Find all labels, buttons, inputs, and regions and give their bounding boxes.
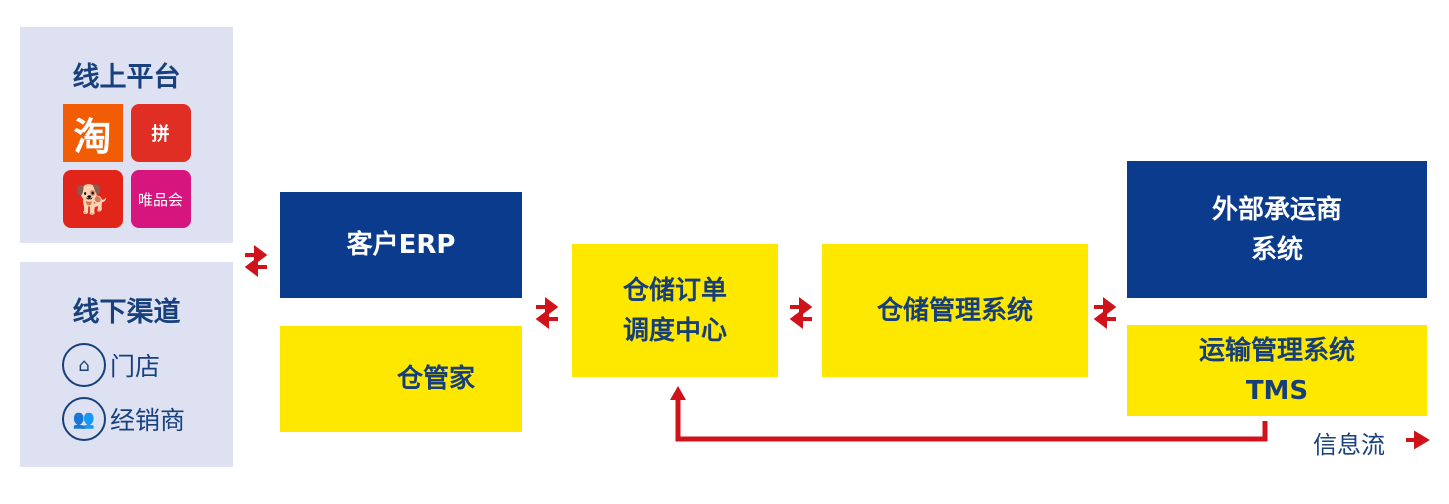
dealer-label: 经销商 <box>110 406 186 435</box>
legend-info-flow-label: 信息流 <box>1313 431 1385 459</box>
taobao-logo: 淘 <box>62 104 123 162</box>
jd-logo: 🐕 <box>62 170 123 228</box>
tms-box: 运输管理系统 TMS <box>1127 325 1427 416</box>
feedback-arrowhead-icon <box>670 386 686 400</box>
customer-erp-box: 客户ERP <box>280 192 522 298</box>
offline-channel-title: 线下渠道 <box>72 297 181 328</box>
external-carrier-box: 外部承运商 系统 <box>1127 161 1427 298</box>
channel-dealer: 👥经销商 <box>62 397 233 441</box>
double-arrow-icon <box>243 247 269 275</box>
online-platform-title: 线上平台 <box>72 62 181 93</box>
legend-arrow-icon <box>1406 430 1430 450</box>
double-arrow-icon <box>788 299 814 327</box>
order-dispatch-center-box: 仓储订单 调度中心 <box>572 244 778 377</box>
online-platform-panel: 线上平台 淘 拼 🐕 唯品会 <box>20 27 233 243</box>
pinduoduo-logo: 拼 <box>130 104 191 162</box>
double-arrow-icon <box>1092 299 1118 327</box>
channel-store: ⌂门店 <box>62 343 233 387</box>
offline-channel-panel: 线下渠道 ⌂门店 👥经销商 <box>20 262 233 467</box>
dealer-icon: 👥 <box>62 397 106 441</box>
double-arrow-icon <box>534 299 560 327</box>
store-location-icon: ⌂ <box>62 343 106 387</box>
vipshop-logo: 唯品会 <box>130 170 191 228</box>
cangguanjia-box: 仓管家 <box>280 326 522 432</box>
wms-box: 仓储管理系统 <box>822 244 1088 377</box>
store-label: 门店 <box>110 352 161 381</box>
feedback-line <box>675 398 1268 442</box>
